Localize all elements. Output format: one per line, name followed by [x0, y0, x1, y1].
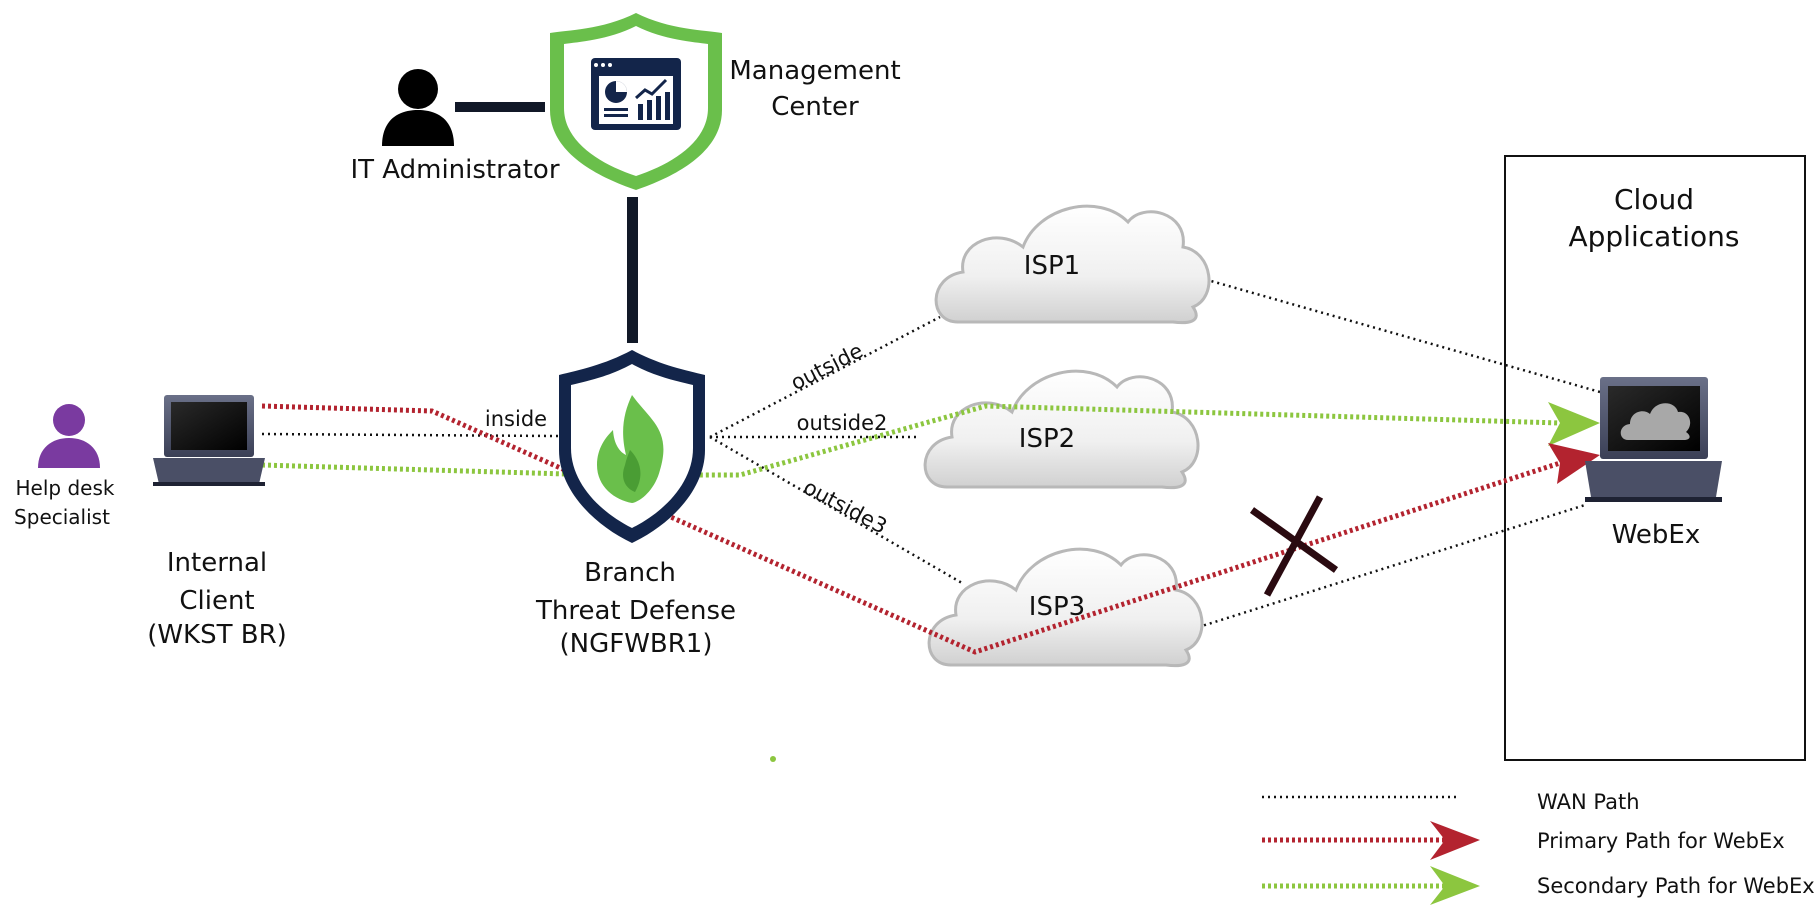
wan-isp3-webex	[1163, 503, 1586, 640]
branch-label-line2: Threat Defense	[535, 596, 736, 626]
wan-client-branch	[261, 432, 701, 439]
admin-link	[455, 102, 545, 112]
primary-path-line	[261, 403, 1561, 655]
it-administrator-label: IT Administrator	[350, 155, 559, 185]
isp3-cloud	[927, 547, 1204, 668]
secondary-path-arrowhead	[1548, 402, 1600, 446]
legend	[1262, 795, 1480, 905]
interface-inside-label: inside	[485, 407, 547, 431]
legend-secondary-label: Secondary Path for WebEx	[1537, 874, 1815, 898]
wan-links	[261, 261, 1601, 640]
internal-client-label-line2: Client	[179, 586, 254, 616]
isp2-cloud	[923, 369, 1200, 490]
stray-dot	[770, 756, 776, 762]
cloud-applications-box	[1504, 155, 1806, 761]
interface-outside3-label: outside3	[800, 475, 891, 539]
cloud-icon	[1620, 403, 1691, 440]
helpdesk-person-icon	[38, 404, 100, 468]
wan-branch-isp3	[709, 435, 963, 585]
interface-outside2-label: outside2	[797, 411, 888, 435]
it-administrator-icon	[382, 69, 454, 146]
isp1-cloud	[934, 204, 1211, 325]
management-center-label-line2: Center	[771, 92, 859, 122]
mgmt-link	[627, 197, 638, 343]
webex-label: WebEx	[1612, 520, 1701, 550]
wan-branch-isp1	[709, 315, 941, 439]
management-center-shield	[550, 13, 722, 190]
internal-client-label-line1: Internal	[167, 548, 267, 578]
failure-x-mark	[1249, 495, 1339, 597]
isp2-label: ISP2	[1019, 424, 1075, 454]
branch-label-line1: Branch	[584, 558, 676, 588]
legend-primary-label: Primary Path for WebEx	[1537, 829, 1785, 853]
cloud-applications-label-line1: Cloud	[1614, 183, 1694, 216]
secondary-path-line	[261, 403, 1561, 478]
branch-firewall-shield	[559, 350, 705, 543]
internal-client-laptop-icon	[153, 395, 265, 486]
cloud-applications-label-line2: Applications	[1568, 220, 1739, 253]
flame-icon	[597, 395, 664, 503]
helpdesk-label-line1: Help desk	[16, 476, 115, 500]
branch-label-line3: (NGFWBR1)	[560, 629, 713, 659]
helpdesk-label-line2: Specialist	[14, 505, 110, 529]
management-center-label-line1: Management	[729, 56, 900, 86]
primary-path-arrowhead	[1548, 443, 1600, 484]
isp1-label: ISP1	[1024, 251, 1080, 281]
interface-outside-label: outside	[787, 338, 867, 395]
wan-isp1-webex	[1147, 261, 1601, 394]
webex-laptop-icon	[1585, 377, 1722, 502]
legend-wan-label: WAN Path	[1537, 790, 1640, 814]
isp3-label: ISP3	[1029, 592, 1085, 622]
internal-client-label-line3: (WKST BR)	[147, 620, 287, 650]
